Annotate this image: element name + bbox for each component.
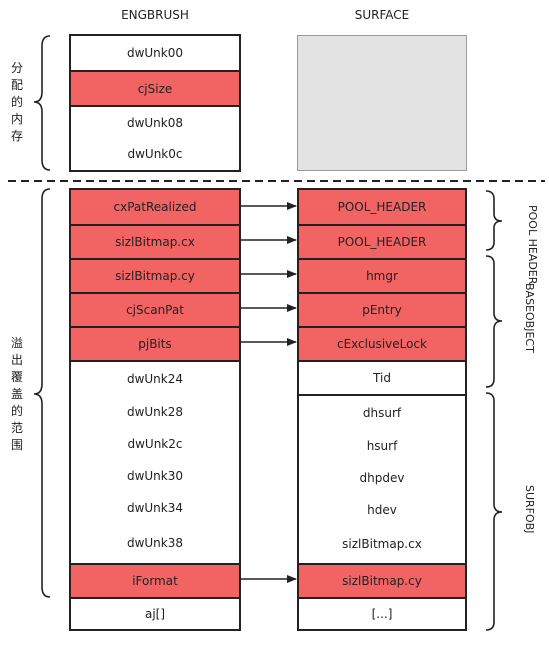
field-cjsize: cjSize (71, 70, 239, 105)
field-dwunk00: dwUnk00 (126, 46, 184, 60)
field-iformat: iFormat (71, 563, 239, 597)
field-sizlbitmap-cx-surface: sizlBitmap.cx (342, 536, 422, 551)
field-dwunk08: dwUnk08 (71, 105, 239, 139)
engbrush-allocated-block: dwUnk00 cjSize dwUnk08 dwUnk0c (69, 34, 241, 172)
field-hsurf: hsurf (366, 439, 398, 453)
field-dhpdev: dhpdev (359, 471, 405, 485)
surfobj-brace (485, 392, 503, 631)
field-sizlbitmap-cy: sizlBitmap.cy (71, 258, 239, 292)
baseobject-brace (485, 255, 503, 388)
surface-header: SURFACE (354, 8, 410, 22)
field-tid: Tid (299, 360, 465, 394)
field-dwunk30: dwUnk30 (126, 469, 184, 483)
pool-header-label: POOL HEADER (526, 205, 539, 285)
field-sizlbitmap-cx: sizlBitmap.cx (71, 224, 239, 258)
overflow-brace (33, 188, 51, 598)
field-hdev: hdev (367, 503, 397, 517)
field-pjbits: pjBits (71, 326, 239, 360)
field-dwunk2c: dwUnk2c (127, 437, 183, 451)
surface-allocated-block (297, 35, 467, 171)
overflow-range-label: 溢出覆盖的范围 (10, 336, 23, 452)
field-dwunk0c: dwUnk0c (127, 147, 183, 161)
field-cexclusivelock: cExclusiveLock (299, 326, 465, 360)
engbrush-header: ENGBRUSH (121, 8, 189, 22)
field-dwunk34: dwUnk34 (126, 501, 184, 515)
engbrush-overflow-block: cxPatRealized sizlBitmap.cx sizlBitmap.c… (69, 188, 241, 631)
pool-header-brace (485, 190, 503, 251)
field-cxpatrealized: cxPatRealized (71, 190, 239, 224)
field-dwunk28: dwUnk28 (126, 405, 184, 419)
field-pool-header-2: POOL_HEADER (299, 224, 465, 258)
field-cjscanpat: cjScanPat (71, 292, 239, 326)
field-ellipsis: [...] (299, 597, 465, 629)
allocated-memory-label: 分配的内存 (10, 61, 23, 143)
field-pentry: pEntry (299, 292, 465, 326)
surface-object-block: POOL_HEADER POOL_HEADER hmgr pEntry cExc… (297, 188, 467, 631)
field-sizlbitmap-cy-surface: sizlBitmap.cy (299, 563, 465, 597)
allocated-brace (33, 35, 51, 171)
field-pool-header-1: POOL_HEADER (299, 190, 465, 224)
field-aj: aj[] (71, 597, 239, 629)
surfobj-label: SURFOBJ (523, 485, 536, 534)
baseobject-label: BASEOBJECT (523, 283, 536, 353)
field-dwunk38: dwUnk38 (126, 535, 184, 550)
field-dwunk24: dwUnk24 (71, 360, 239, 396)
field-dhsurf: dhsurf (299, 394, 465, 430)
field-hmgr: hmgr (299, 258, 465, 292)
